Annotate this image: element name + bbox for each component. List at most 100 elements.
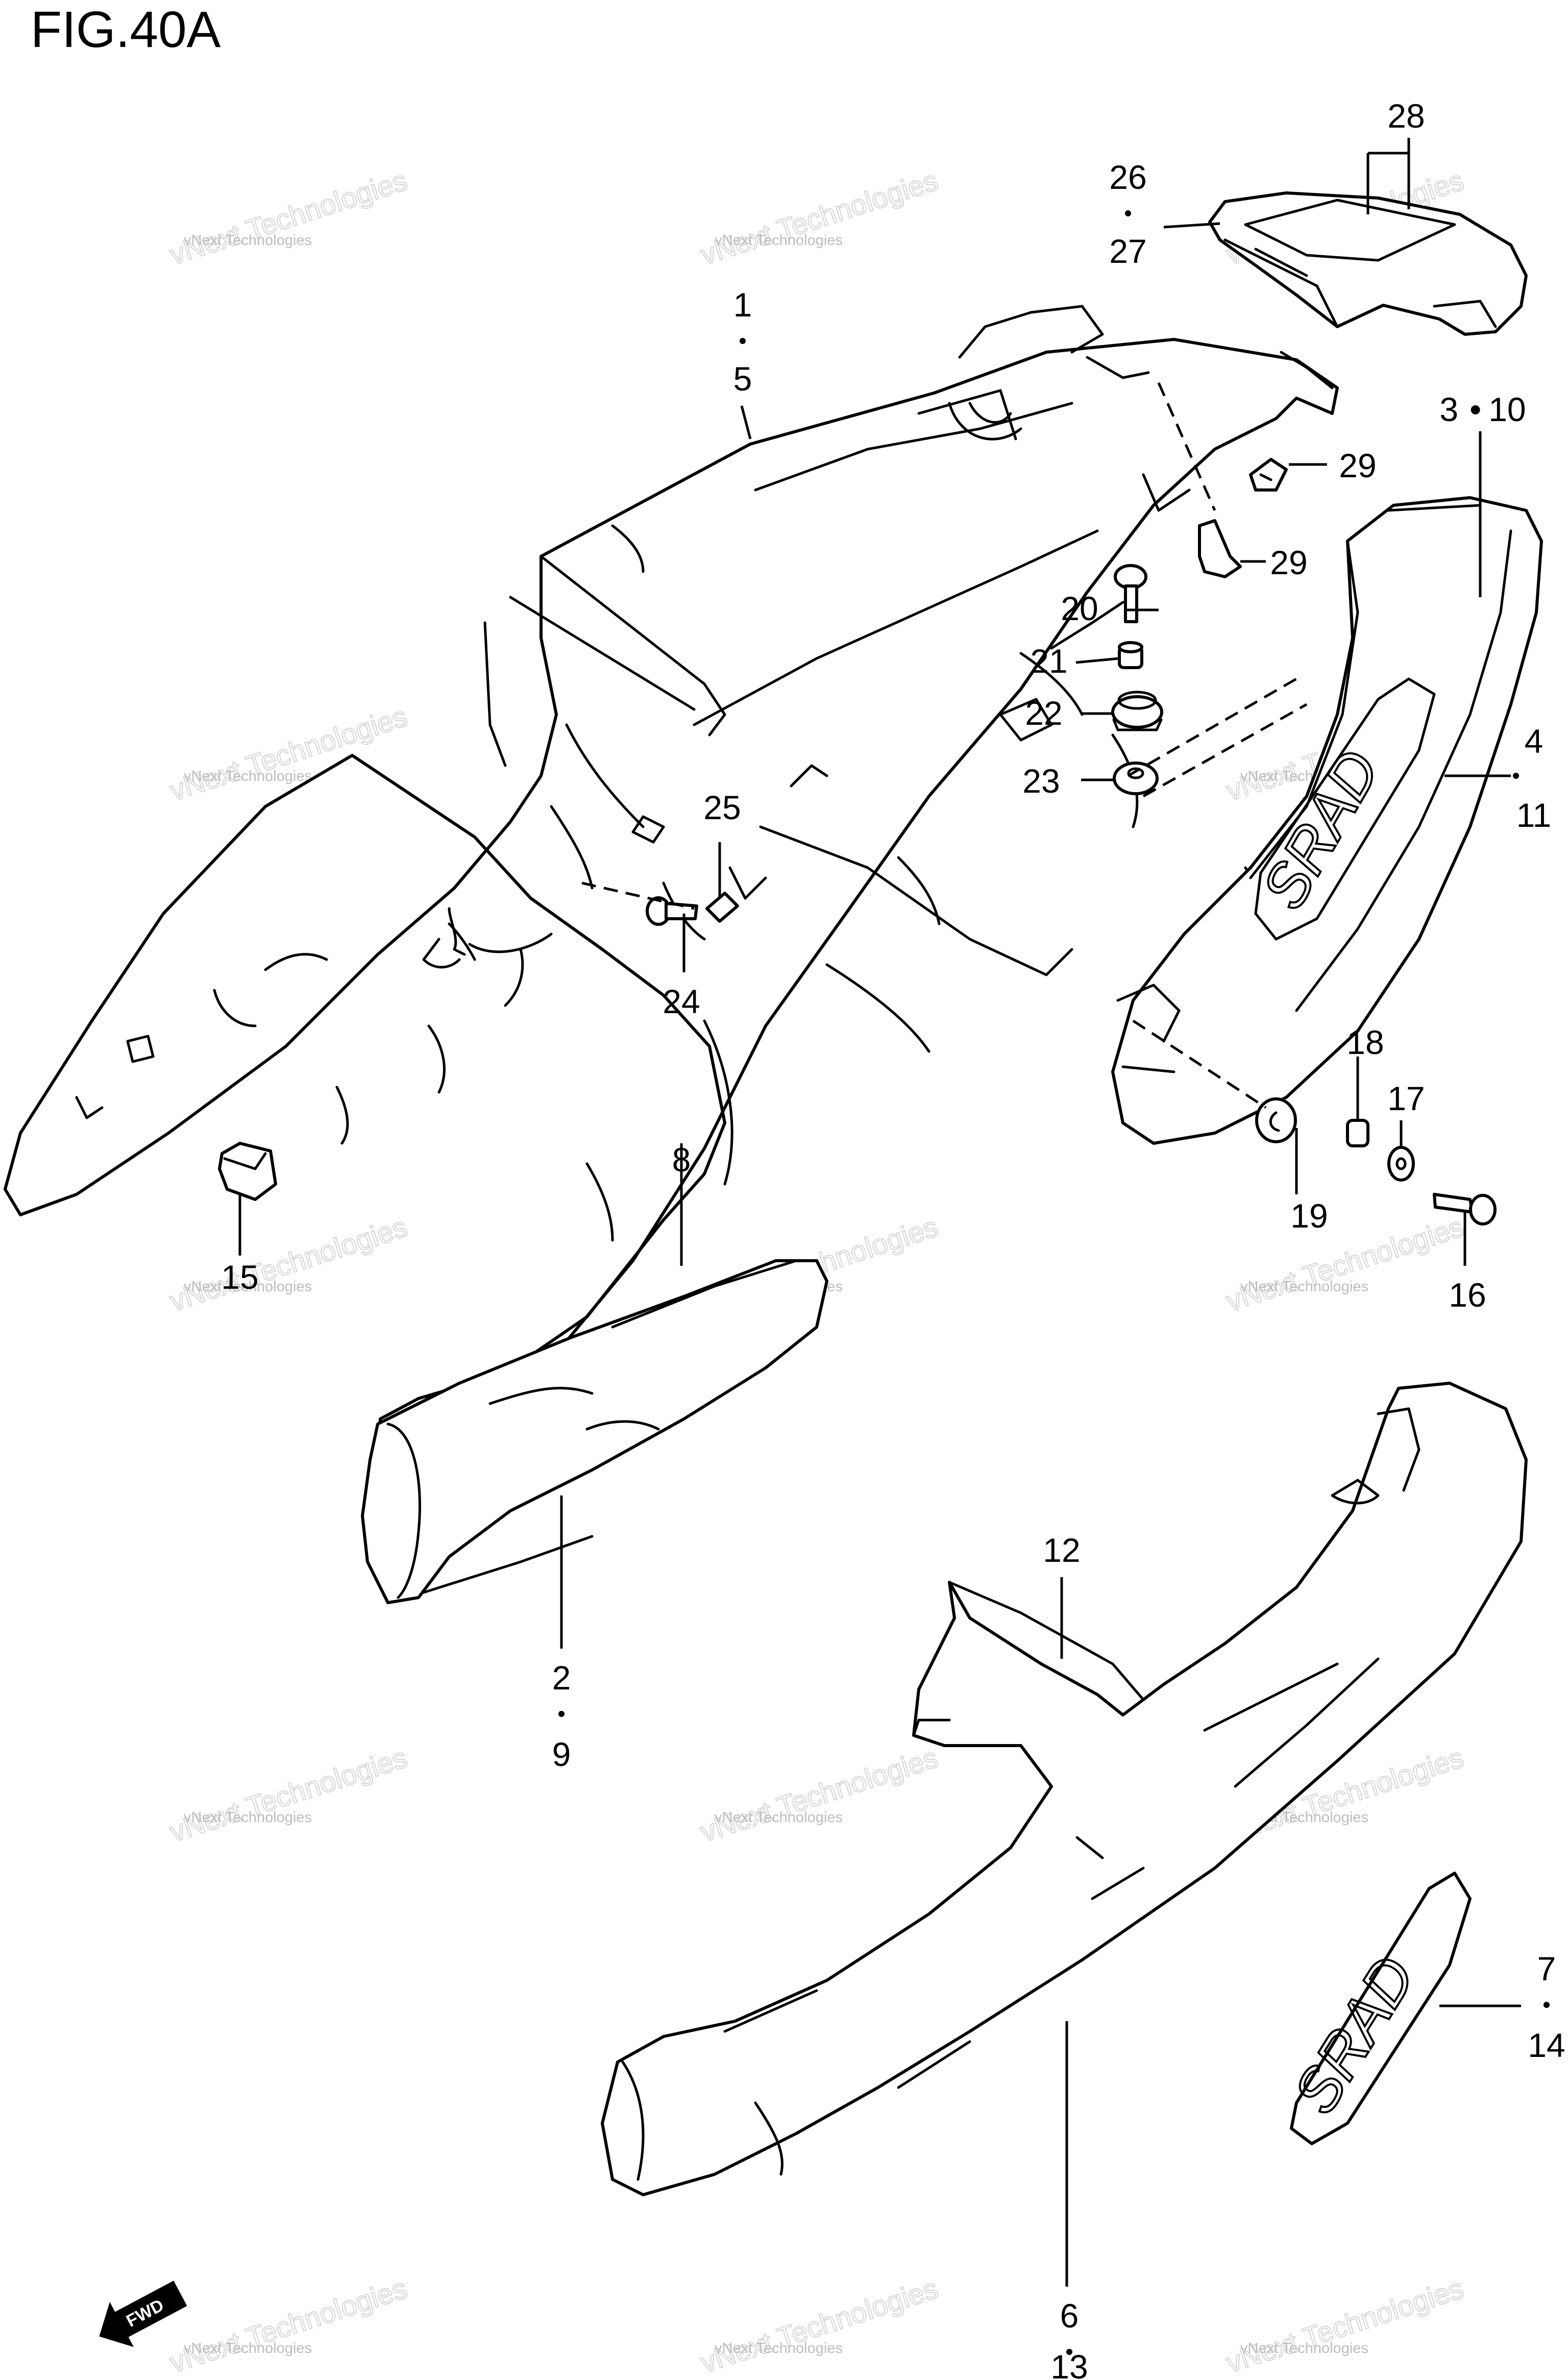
callout-number: 19: [1290, 1197, 1328, 1235]
watermark: vNext Technologies vNext Technologies: [696, 163, 942, 272]
watermark: vNext Technologies vNext Technologies: [696, 2271, 942, 2379]
callout-number: 15: [221, 1258, 258, 1296]
watermark-small-text: vNext Technologies: [715, 232, 843, 249]
part-tail-cover: [1208, 191, 1528, 336]
watermark-large-text: vNext Technologies: [166, 1741, 411, 1848]
callout-number: 1: [733, 286, 752, 324]
bolt-part-20: [1114, 564, 1147, 623]
part-left-frame-cover: [361, 1259, 828, 1604]
watermark: vNext Technologies vNext Technologies: [165, 2271, 411, 2379]
callout-1-5: 1 5: [733, 286, 752, 398]
callout-number: 23: [1022, 762, 1060, 800]
callout-number: 7: [1537, 1950, 1556, 1988]
watermark-small-text: vNext Technologies: [184, 1809, 312, 1826]
callout-21: 21: [1030, 642, 1067, 680]
callout-17: 17: [1387, 1079, 1425, 1117]
callout-number: 14: [1528, 2026, 1565, 2064]
callout-number: 21: [1030, 642, 1067, 680]
watermark-small-text: vNext Technologies: [184, 768, 312, 784]
callout-26-27: 26 27: [1109, 158, 1146, 270]
callout-4-11: 4 11: [1513, 722, 1551, 834]
watermark-large-text: vNext Technologies: [166, 2272, 411, 2379]
callout-number: 24: [663, 983, 700, 1020]
grommet-part-22: [1111, 691, 1163, 731]
callout-number: 3•10: [1439, 390, 1526, 428]
watermark-small-text: vNext Technologies: [1240, 1279, 1368, 1295]
watermark-large-text: vNext Technologies: [697, 2272, 942, 2379]
callout-number: 13: [1050, 2348, 1088, 2380]
screw-part-29-upper: [1249, 458, 1288, 492]
callout-18: 18: [1346, 1023, 1384, 1061]
watermark-large-text: vNext Technologies: [697, 164, 942, 271]
watermark: vNext Technologies vNext Technologies: [1222, 2271, 1468, 2379]
watermark-small-text: vNext Technologies: [715, 2340, 843, 2357]
collar-part-21: [1118, 641, 1143, 669]
callout-number: 4: [1525, 722, 1544, 760]
watermark: vNext Technologies vNext Technologies: [696, 1740, 942, 1849]
callout-8: 8: [672, 1141, 691, 1179]
watermark-small-text: vNext Technologies: [184, 2340, 312, 2357]
cushion-part-15: [218, 1142, 277, 1201]
callout-labels: 1 5 26 27 28 3•10 29 29 20 21 22: [221, 97, 1565, 2380]
callout-25: 25: [703, 789, 741, 826]
part-seat-tail-cowl: [4, 305, 1339, 1553]
callout-2-9: 2 9: [552, 1659, 571, 1773]
callout-number: 2: [552, 1659, 571, 1697]
callout-28: 28: [1387, 97, 1425, 135]
leader-lines: [238, 138, 1521, 2287]
callout-number: 11: [1516, 796, 1552, 834]
bolt-part-24: [646, 896, 698, 926]
watermark: vNext Technologies vNext Technologies: [165, 163, 411, 272]
washer-part-23: [1113, 762, 1159, 795]
callout-number: 12: [1043, 1531, 1080, 1569]
callout-number: 29: [1270, 544, 1307, 581]
watermark-small-text: vNext Technologies: [184, 232, 312, 249]
callout-number: 6: [1060, 2297, 1079, 2335]
screw-part-16: [1433, 1193, 1497, 1225]
callout-24: 24: [663, 983, 700, 1020]
watermark-large-text: vNext Technologies: [166, 164, 411, 271]
callout-number: 8: [672, 1141, 691, 1179]
callout-number: 28: [1387, 97, 1425, 135]
callout-number: 25: [703, 789, 741, 826]
part-right-frame-cover: SRAD: [1111, 496, 1543, 1145]
screw-part-29-lower: [1198, 519, 1242, 578]
figure-title: FIG.40A: [31, 1, 221, 58]
callout-number: 27: [1109, 232, 1146, 270]
callout-number: 18: [1346, 1023, 1384, 1061]
watermark: vNext Technologies vNext Technologies: [165, 1210, 411, 1318]
watermark-large-text: vNext Technologies: [166, 1210, 411, 1317]
watermark: vNext Technologies vNext Technologies: [1222, 1210, 1468, 1318]
watermark-small-text: vNext Technologies: [715, 1809, 843, 1826]
washer-part-17: [1387, 1146, 1415, 1182]
callout-number: 20: [1061, 590, 1098, 627]
callout-23: 23: [1022, 762, 1060, 800]
callout-number: 17: [1387, 1079, 1425, 1117]
callout-number: 5: [733, 360, 752, 398]
part-right-lower-cover: [601, 1382, 1528, 2196]
callout-29-upper: 29: [1339, 447, 1376, 484]
callout-7-14: 7 14: [1528, 1950, 1565, 2064]
callout-29-lower: 29: [1270, 544, 1307, 581]
watermark-large-text: vNext Technologies: [1222, 2272, 1467, 2379]
watermark-small-text: vNext Technologies: [184, 1279, 312, 1295]
callout-number: 9: [552, 1735, 571, 1773]
watermark: vNext Technologies vNext Technologies: [165, 1740, 411, 1849]
collar-part-18: [1346, 1119, 1369, 1147]
callout-3-10: 3•10: [1439, 390, 1526, 428]
callout-number: 29: [1339, 447, 1376, 484]
callout-22: 22: [1025, 694, 1062, 732]
watermark-large-text: vNext Technologies: [1222, 1210, 1467, 1317]
callout-12: 12: [1043, 1531, 1080, 1569]
callout-number: 22: [1025, 694, 1062, 732]
callout-19: 19: [1290, 1197, 1328, 1235]
callout-number: 26: [1109, 158, 1146, 196]
grommet-part-19: [1255, 1097, 1297, 1143]
watermark-small-text: vNext Technologies: [1240, 2340, 1368, 2357]
callout-20: 20: [1061, 590, 1098, 627]
callout-16: 16: [1449, 1276, 1486, 1314]
callout-number: 16: [1449, 1276, 1486, 1314]
part-srad-decal: SRAD: [1279, 1872, 1472, 2145]
callout-6-13: 6 13: [1050, 2297, 1088, 2380]
